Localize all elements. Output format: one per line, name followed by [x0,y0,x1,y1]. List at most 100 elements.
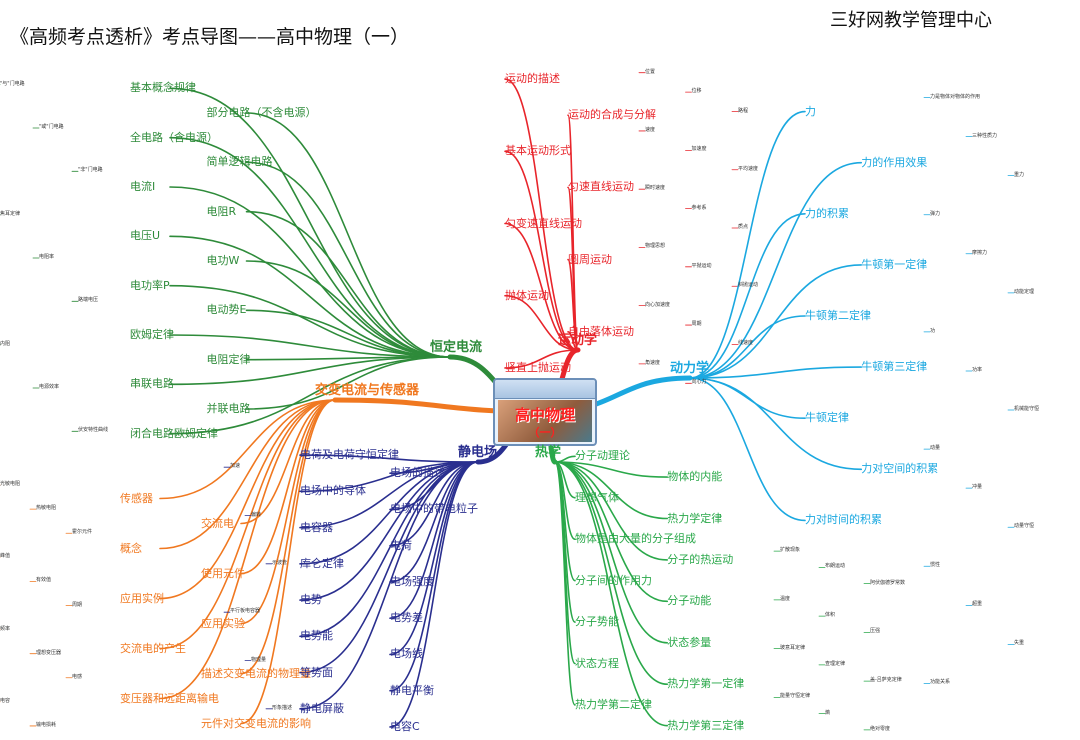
leaf-current-6: 内阻 [0,340,11,347]
connector-line [689,264,863,379]
sub-thermal-3: 热力学定律 [667,511,723,525]
sub-kinematics-7: 自由落体运动 [568,324,634,338]
calendar-rings [495,380,595,399]
connector-line [169,356,451,386]
connector-line [159,399,336,600]
sub-thermal-8: 分子势能 [575,615,619,629]
sub-ac-7: 描述交变电流的物理量 [201,666,311,680]
sub-dynamics-4: 牛顿第二定律 [805,309,871,322]
leaf-current-4: 电阻率 [39,254,55,260]
central-title: 高中物理 [514,406,575,424]
leaf-electrostatics-4: 物理量 [251,656,267,663]
leaf-dynamics-8: 机械能守恒 [1014,406,1040,413]
leaf-kinematics-10: 平抛运动 [691,262,712,269]
connector-line [389,461,479,583]
sub-thermal-11: 热力学第一定律 [667,677,745,691]
leaf-dynamics-12: 惯性 [930,562,941,569]
leaf-electrostatics-1: 偏转 [251,511,262,518]
leaf-thermal-5: 压强 [870,628,881,635]
leaf-thermal-11: 绝对零度 [870,725,891,732]
connector-line [299,454,479,463]
branch-thermal: 热学 [535,445,562,460]
sub-electrostatics-14: 静电屏蔽 [300,701,344,715]
sub-electrostatics-2: 电场中的导体 [300,484,366,498]
connector-line [169,186,451,358]
leaf-current-7: 电源效率 [39,384,60,390]
connector-line [299,461,479,529]
leaf-dynamics-2: 重力 [1014,171,1025,178]
sub-electrostatics-10: 电势能 [300,629,333,643]
connector-line [159,399,336,500]
leaf-thermal-6: 玻意耳定律 [780,644,806,651]
leaf-thermal-2: 阿伏伽德罗常数 [870,579,906,586]
sub-thermal-10: 状态方程 [575,656,619,670]
connector-line [245,309,451,358]
connector-line [245,161,451,358]
central-topic: 高中物理 （一） [493,378,597,446]
connector-line [689,377,863,471]
sub-kinematics-2: 基本运动形式 [505,144,571,158]
sub-current-11: 电阻定律 [206,352,251,366]
connector-line [554,461,669,520]
leaf-kinematics-8: 质点 [738,224,749,230]
leaf-thermal-4: 体积 [825,612,836,619]
sub-ac-0: 传感器 [120,491,153,505]
leaf-thermal-3: 温度 [780,595,791,602]
connector-line [567,258,579,351]
organization-label: 三好网教学管理中心 [830,10,992,31]
sub-electrostatics-5: 电荷 [390,538,412,552]
sub-kinematics-3: 匀速直线运动 [568,180,634,194]
sub-electrostatics-13: 静电平衡 [390,683,434,697]
sub-ac-9: 元件对交变电流的影响 [201,716,311,730]
connector-line [554,461,576,706]
sub-thermal-7: 分子动能 [667,594,712,608]
connector-line [504,349,579,369]
leaf-ac-5: 周期 [72,601,83,608]
sub-electrostatics-6: 库仑定律 [300,556,344,570]
leaf-kinematics-11: 斜抛运动 [738,282,759,289]
leaf-kinematics-2: 路程 [738,107,749,114]
leaf-ac-1: 热敏电阻 [36,505,57,512]
sub-dynamics-6: 牛顿定律 [805,411,849,425]
sub-ac-2: 概念 [120,541,142,555]
sub-electrostatics-1: 电场的描述 [390,466,445,480]
sub-thermal-5: 分子的热运动 [667,552,734,566]
sub-dynamics-1: 力的作用效果 [861,155,928,169]
leaf-current-3: 焦耳定律 [0,210,21,217]
connector-line [169,235,451,358]
sub-dynamics-7: 力对空间的积累 [861,462,939,476]
sub-current-13: 并联电路 [206,402,251,415]
leaf-kinematics-1: 位移 [691,88,702,95]
connector-line [689,377,806,522]
central-image [498,400,592,442]
leaf-kinematics-7: 参考系 [691,204,707,211]
sub-electrostatics-3: 电场中的带电粒子 [390,502,478,516]
sub-ac-8: 变压器和远距离输电 [120,691,219,705]
sub-electrostatics-9: 电势差 [390,611,423,625]
connector-line [389,461,479,656]
leaf-ac-3: 峰值 [0,553,11,560]
leaf-ac-0: 光敏电阻 [0,481,21,488]
sub-current-1: 部分电路（不含电源） [206,106,317,119]
leaf-dynamics-10: 冲量 [972,484,983,491]
leaf-dynamics-15: 功能关系 [930,679,951,686]
leaf-ac-7: 理想变压器 [36,649,62,656]
sub-ac-3: 使用元件 [201,566,245,580]
sub-thermal-0: 分子动理论 [575,449,630,463]
branch-electrostatics: 静电场 [458,445,498,460]
leaf-current-0: "与"门电路 [0,80,25,87]
leaf-thermal-0: 扩散现象 [780,547,801,554]
sub-thermal-12: 热力学第二定律 [575,697,652,711]
connector-line [504,294,579,351]
sub-current-0: 基本概念规律 [130,81,196,95]
leaf-kinematics-15: 角速度 [645,359,661,366]
leaf-kinematics-13: 周期 [691,321,702,328]
connector-line [169,136,451,358]
connector-line [689,315,806,379]
leaf-dynamics-14: 失重 [1014,640,1025,647]
connector-line [554,461,576,665]
branch-ac: 交变电流与传感器 [315,383,420,398]
sub-electrostatics-15: 电容C [390,719,420,733]
leaf-kinematics-12: 向心加速度 [645,301,671,308]
